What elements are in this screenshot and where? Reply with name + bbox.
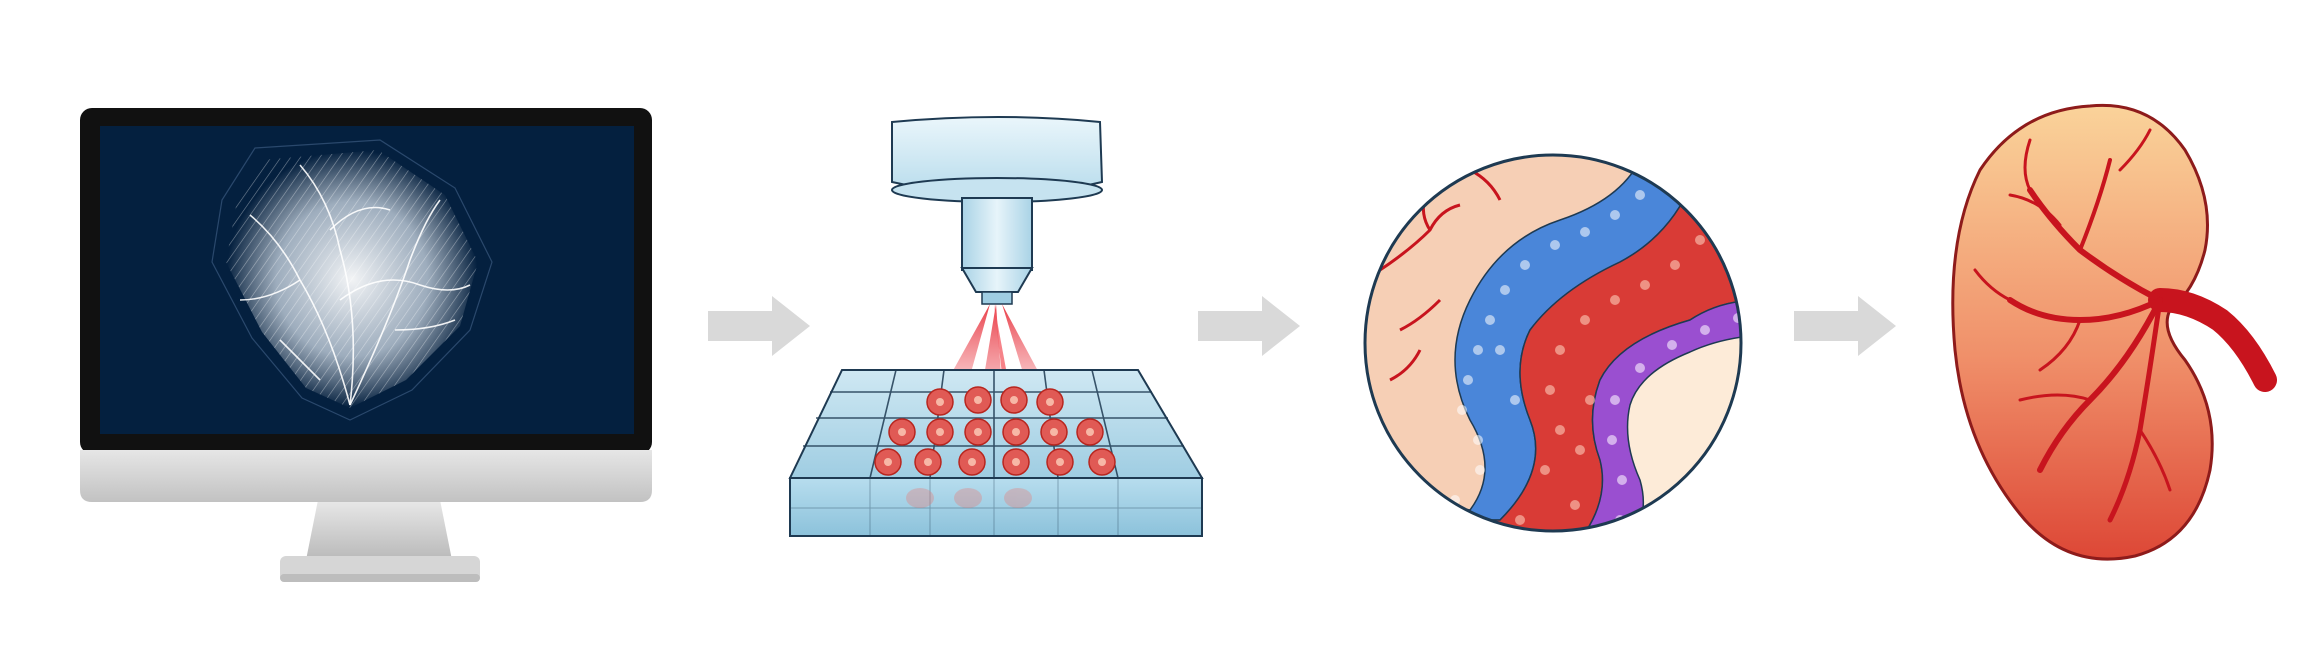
- vascular-scan-render: [211, 139, 493, 421]
- printed-cells: [874, 386, 1116, 476]
- laser-bioprinter-icon: [788, 116, 1204, 537]
- magnifier-lens: [1363, 153, 1743, 533]
- monitor-stand: [306, 500, 452, 560]
- renal-vessels: [1973, 128, 2277, 523]
- arrow-right-icon: [1794, 296, 1896, 356]
- arrow-right-icon: [1198, 296, 1300, 356]
- culture-plate: [789, 477, 1203, 537]
- arrow-right-icon: [708, 296, 810, 356]
- kidney-organ-icon: [1951, 103, 2277, 561]
- computer-monitor-3d-scan-icon: [80, 108, 652, 582]
- monitor-chin: [80, 450, 652, 502]
- print-head-neck: [961, 197, 1033, 271]
- magnified-tissue-cells-icon: [1363, 153, 1743, 533]
- kidney-body: [1951, 103, 2214, 561]
- print-nozzle: [960, 267, 1034, 293]
